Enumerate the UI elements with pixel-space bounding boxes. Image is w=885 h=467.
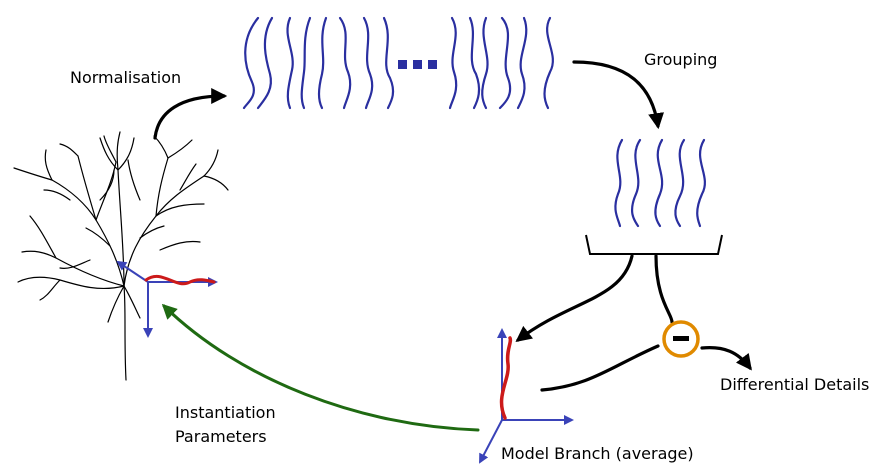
grouped-branches (614, 138, 706, 228)
grouping-bin (585, 234, 723, 255)
normalised-branches (242, 16, 554, 110)
model-branch-connector (540, 344, 660, 392)
minus-operator (662, 320, 700, 358)
model-branch-label: Model Branch (average) (501, 444, 694, 463)
normalisation-label: Normalisation (70, 68, 181, 87)
differential-details-label: Differential Details (720, 375, 869, 394)
difference-arrow-in (654, 254, 674, 324)
model-branch-curve (499, 336, 513, 420)
instantiation-arrow (161, 303, 480, 432)
tree-axes (116, 260, 218, 338)
flow-arrows (153, 60, 752, 392)
tree-sketch (13, 131, 229, 381)
ellipsis-dots (398, 60, 437, 69)
instantiation-label-line2: Parameters (175, 427, 267, 446)
instantiation-label-line1: Instantiation (175, 403, 276, 422)
normalisation-arrow (153, 88, 228, 140)
model-branch-axes (479, 328, 574, 464)
average-arrow (515, 254, 634, 342)
differential-arrow (700, 346, 752, 371)
tree-branch-highlight (144, 274, 216, 286)
grouping-arrow (572, 60, 665, 130)
grouping-label: Grouping (644, 50, 717, 69)
